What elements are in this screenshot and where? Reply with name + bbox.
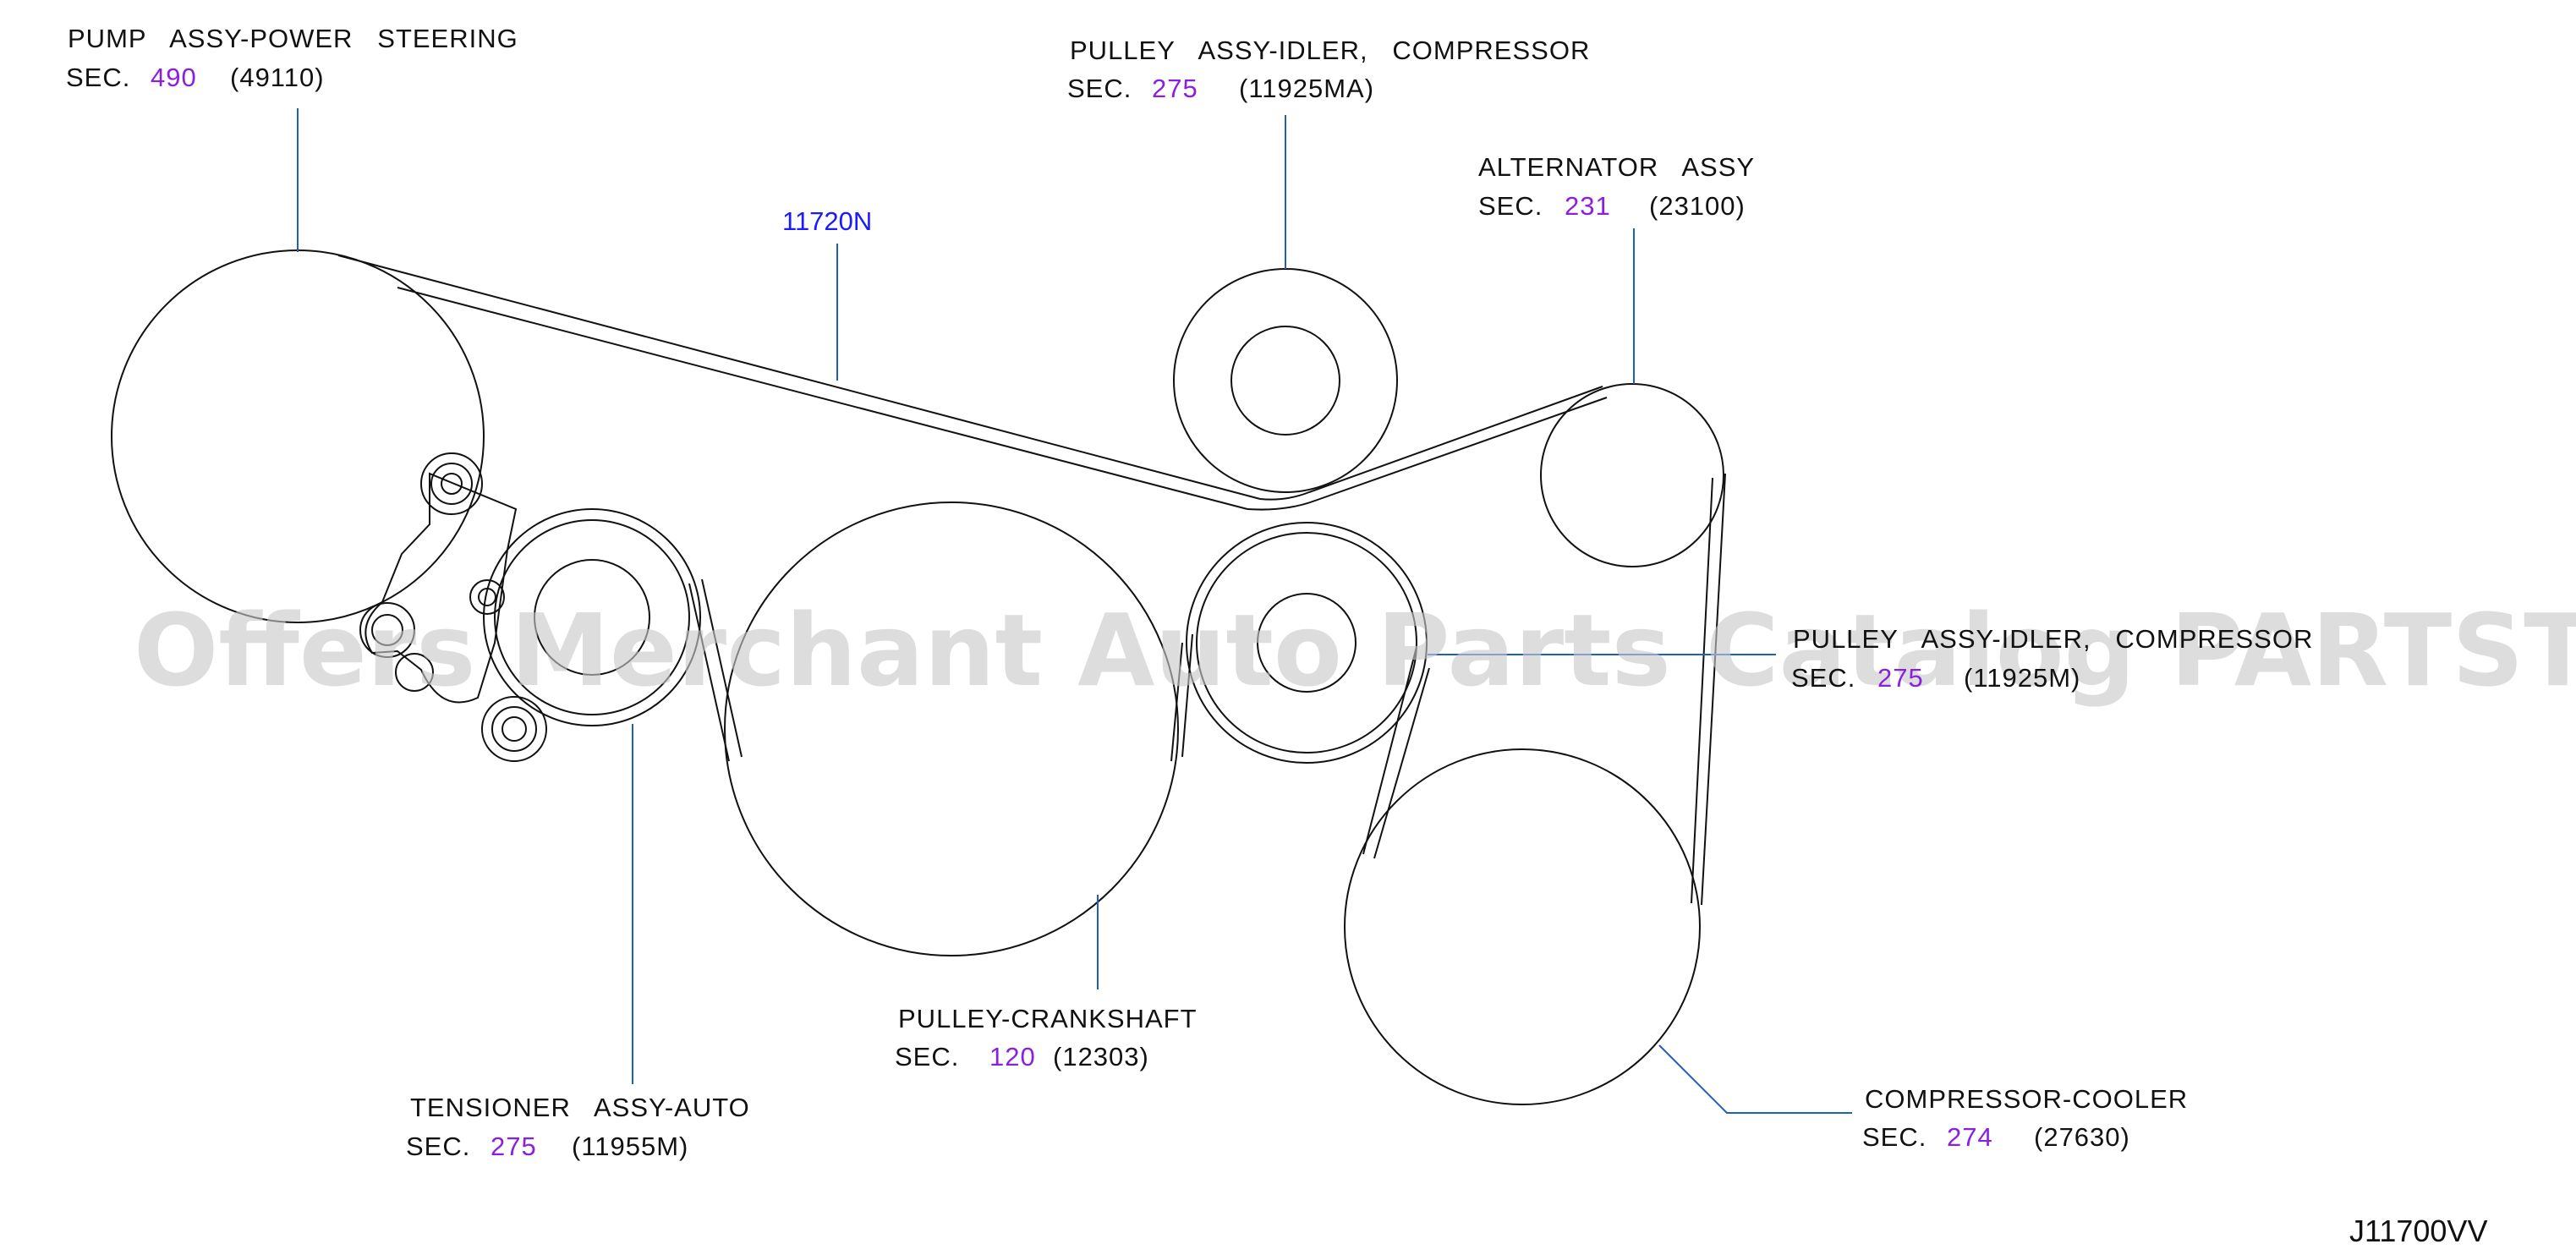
callout-tensioner: TENSIONER ASSY-AUTO SEC. 275 (11955M) bbox=[406, 1093, 750, 1161]
compressor-name: COMPRESSOR-COOLER bbox=[1865, 1084, 2188, 1114]
idler-right-sec-prefix: SEC. bbox=[1791, 663, 1855, 693]
pump-sec-number[interactable]: 490 bbox=[151, 63, 197, 92]
crankshaft-part-number: (12303) bbox=[1053, 1042, 1149, 1071]
callout-crankshaft: PULLEY-CRANKSHAFT SEC. 120 (12303) bbox=[895, 1004, 1198, 1071]
idler-top-sec-number[interactable]: 275 bbox=[1152, 74, 1198, 103]
crankshaft-sec-number[interactable]: 120 bbox=[989, 1042, 1036, 1071]
crankshaft-pulley bbox=[724, 501, 1179, 956]
tensioner-pulley bbox=[483, 508, 701, 726]
callout-belt: 11720N bbox=[782, 206, 872, 236]
compressor-sec-number[interactable]: 274 bbox=[1947, 1122, 1993, 1152]
alternator-name: ALTERNATOR ASSY bbox=[1478, 152, 1755, 182]
idler-top-sec-prefix: SEC. bbox=[1067, 74, 1132, 103]
power-steering-pump-pulley bbox=[111, 249, 485, 623]
belt-part-number[interactable]: 11720N bbox=[782, 206, 872, 236]
crankshaft-sec-prefix: SEC. bbox=[895, 1042, 959, 1071]
pump-part-number: (49110) bbox=[230, 63, 325, 92]
diagram-code: J11700VV bbox=[2349, 1214, 2487, 1248]
callout-idler-right: PULLEY ASSY-IDLER, COMPRESSOR SEC. 275 (… bbox=[1791, 624, 2313, 693]
compressor-sec-prefix: SEC. bbox=[1862, 1122, 1927, 1152]
callout-compressor: COMPRESSOR-COOLER SEC. 274 (27630) bbox=[1862, 1084, 2188, 1152]
alternator-part-number: (23100) bbox=[1649, 191, 1746, 221]
idler-right-sec-number[interactable]: 275 bbox=[1877, 663, 1924, 693]
crankshaft-name: PULLEY-CRANKSHAFT bbox=[898, 1004, 1198, 1033]
pump-name: PUMP ASSY-POWER STEERING bbox=[68, 24, 518, 53]
idler-pulley-top bbox=[1173, 268, 1398, 493]
idler-top-part-number: (11925MA) bbox=[1239, 74, 1374, 103]
tensioner-name: TENSIONER ASSY-AUTO bbox=[410, 1093, 750, 1122]
tensioner-part-number: (11955M) bbox=[572, 1132, 688, 1161]
compressor-part-number: (27630) bbox=[2034, 1122, 2130, 1152]
leader-lines bbox=[297, 108, 1852, 1114]
watermark: Offers Merchant Auto Parts Catalog PARTS… bbox=[134, 592, 2576, 709]
idler-top-name: PULLEY ASSY-IDLER, COMPRESSOR bbox=[1070, 36, 1590, 65]
callout-idler-top: PULLEY ASSY-IDLER, COMPRESSOR SEC. 275 (… bbox=[1067, 36, 1590, 103]
pump-sec-prefix: SEC. bbox=[66, 63, 130, 92]
callout-alternator: ALTERNATOR ASSY SEC. 231 (23100) bbox=[1478, 152, 1755, 221]
tensioner-sec-number[interactable]: 275 bbox=[491, 1132, 537, 1161]
idler-pulley-lower bbox=[1186, 522, 1428, 764]
alternator-sec-prefix: SEC. bbox=[1478, 191, 1543, 221]
drive-belt bbox=[337, 255, 1726, 906]
alternator-sec-number[interactable]: 231 bbox=[1565, 191, 1611, 221]
idler-right-part-number: (11925M) bbox=[1964, 663, 2080, 693]
tensioner-bracket bbox=[359, 452, 547, 762]
alternator-pulley bbox=[1540, 383, 1724, 567]
compressor-pulley bbox=[1344, 748, 1701, 1105]
callout-pump: PUMP ASSY-POWER STEERING SEC. 490 (49110… bbox=[66, 24, 518, 92]
tensioner-sec-prefix: SEC. bbox=[406, 1132, 470, 1161]
idler-right-name: PULLEY ASSY-IDLER, COMPRESSOR bbox=[1793, 624, 2313, 654]
